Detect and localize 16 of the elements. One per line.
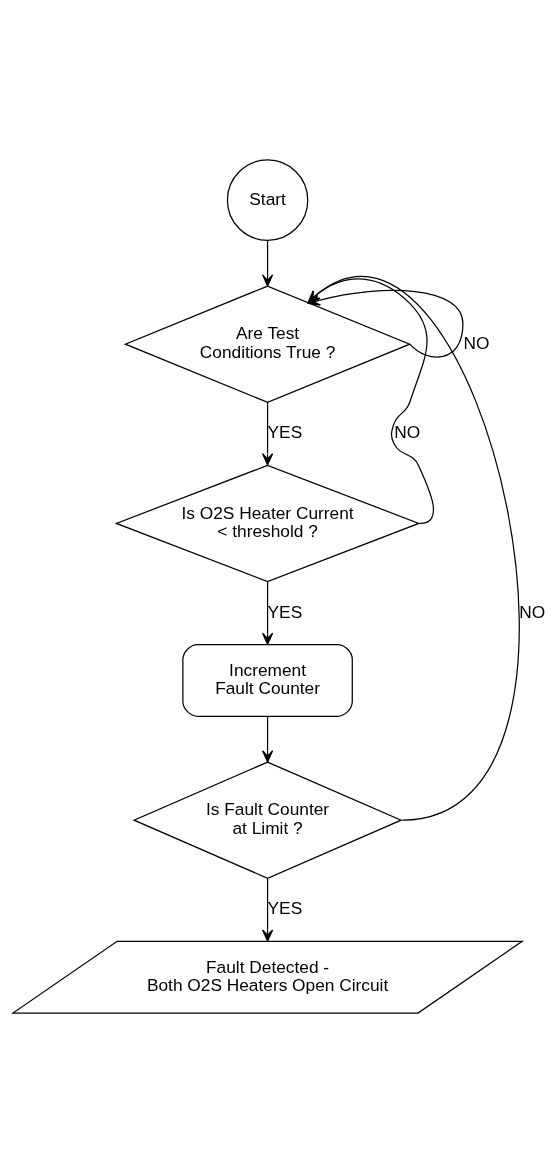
edge-label: NO: [394, 421, 421, 442]
arrow: [261, 580, 274, 645]
edge-label: YES: [267, 421, 303, 442]
node-diamond: Are Test Conditions True ?: [123, 284, 412, 403]
arrow: [261, 401, 274, 465]
node-box: Increment Fault Counter: [182, 643, 353, 717]
arrow: [261, 239, 274, 287]
edge-label: NO: [519, 601, 546, 622]
node-diamond: Is Fault Counter at Limit ?: [132, 760, 403, 879]
arrow: [261, 715, 274, 762]
edge-label: NO: [463, 332, 490, 353]
node-diamond: Is O2S Heater Current < threshold ?: [114, 464, 421, 582]
edge-label: YES: [267, 897, 303, 918]
node-circle: Start: [226, 158, 309, 241]
edge-label: YES: [267, 601, 303, 622]
arrow: [261, 877, 274, 942]
